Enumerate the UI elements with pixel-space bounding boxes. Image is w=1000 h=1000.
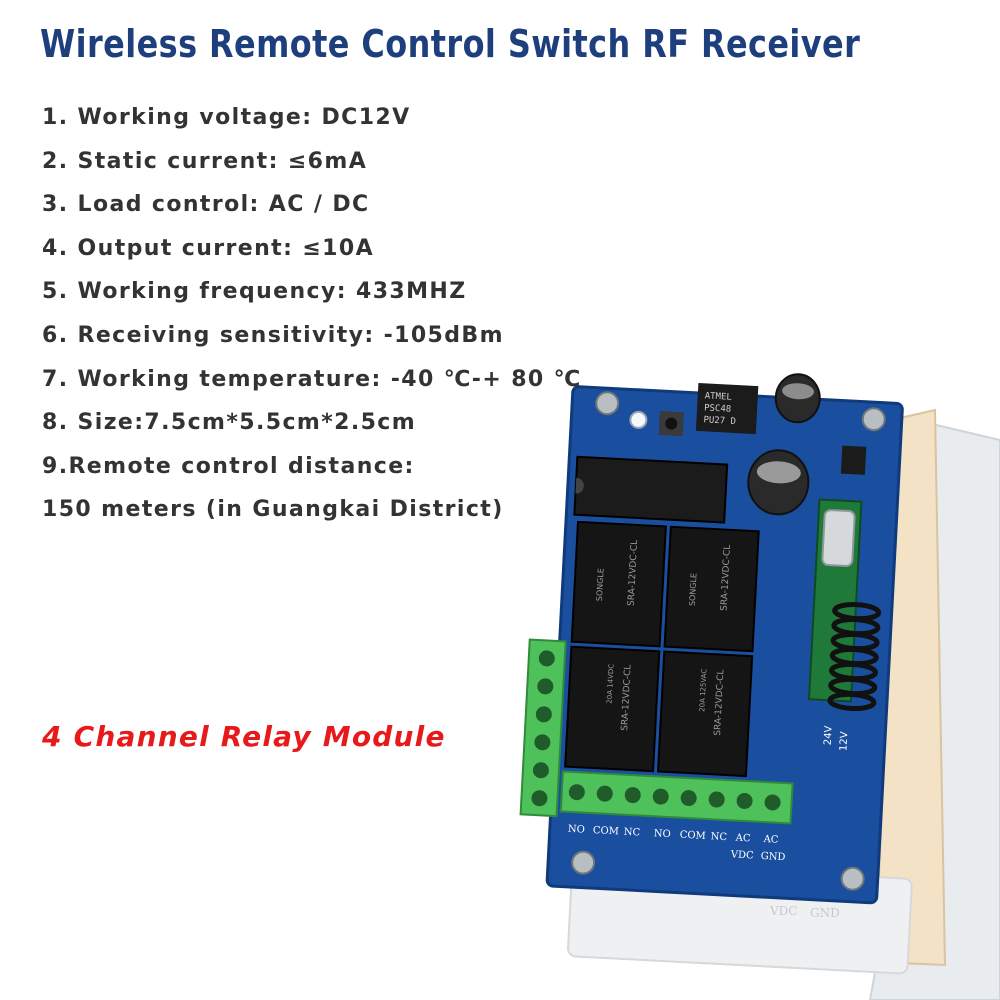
terminal-label: NC [710,831,727,843]
spec-item: 2. Static current: ≤6mA [42,148,368,174]
spec-item: 5. Working frequency: 433MHZ [42,279,467,305]
relay-board-photo: VDC GND ATMEL PSC48 PU27 D [519,373,1000,1000]
terminal-label: NC [624,827,641,839]
chip-label: ATMEL [704,391,732,402]
terminal-label: NO [568,824,586,836]
relay-model: SRA-12VDC-CL [620,664,633,731]
chip-label: PU27 D [703,415,736,427]
relay-brand: SONGLE [595,568,606,602]
terminal-label: GND [760,851,785,863]
jumper [840,445,867,475]
relay: SRA-12VDC-CL SONGLE [663,525,760,653]
voltage-label: 24V [823,725,835,745]
terminal-label: AC [734,833,751,845]
mcu-chip [695,382,759,435]
case-label-vdc: VDC [769,904,797,918]
voltage-label: 12V [838,731,850,751]
spec-item: 9.Remote control distance: [42,453,415,479]
terminal-label: AC [762,834,779,846]
terminal-block-bottom [559,770,794,825]
spec-list: 1. Working voltage: DC12V 2. Static curr… [42,100,582,536]
decoder-ic [573,455,729,524]
spec-item: 6. Receiving sensitivity: -105dBm [42,322,504,348]
screw-icon [571,850,596,875]
case-label-gnd: GND [810,906,840,920]
module-label: 4 Channel Relay Module [42,720,446,753]
screw-icon [861,407,886,432]
led-icon [629,410,648,429]
relay-brand: SONGLE [688,573,699,607]
spec-item: 7. Working temperature: -40 ℃-+ 80 ℃ [42,366,582,392]
spec-item: 150 meters (in Guangkai District) [42,497,504,523]
terminal-label: COM [593,825,620,837]
terminal-label: NO [653,828,671,840]
spec-item: 8. Size:7.5cm*5.5cm*2.5cm [42,410,417,436]
relay-rating: 20A 125VAC [698,668,708,712]
relay-model: SRA-12VDC-CL [720,545,733,612]
spec-item: 1. Working voltage: DC12V [42,105,411,130]
pcb: ATMEL PSC48 PU27 D SRA-12VDC-CL SONGLE [519,373,904,905]
crystal-icon [821,509,856,567]
screw-icon [595,391,620,416]
page-title: Wireless Remote Control Switch RF Receiv… [40,22,861,66]
terminal-label: VDC [729,849,754,861]
terminal-labels: NO COM NC NO COM NC AC AC VDC GND [568,824,786,863]
relay-model: SRA-12VDC-CL [713,669,726,736]
terminal-block-left [519,638,567,818]
spec-item: 4. Output current: ≤10A [42,235,375,261]
terminal-label: COM [679,830,706,842]
spec-item: 3. Load control: AC / DC [42,192,370,218]
relay-rating: 20A 14VDC [606,664,616,704]
relay: SRA-12VDC-CL SONGLE [570,520,667,648]
chip-label: PSC48 [704,403,732,414]
screw-icon [840,866,865,891]
antenna-coil-icon [827,602,882,712]
relay-model: SRA-12VDC-CL [627,540,640,607]
relay: SRA-12VDC-CL 20A 14VDC [564,645,661,773]
relay: SRA-12VDC-CL 20A 125VAC [656,650,754,778]
